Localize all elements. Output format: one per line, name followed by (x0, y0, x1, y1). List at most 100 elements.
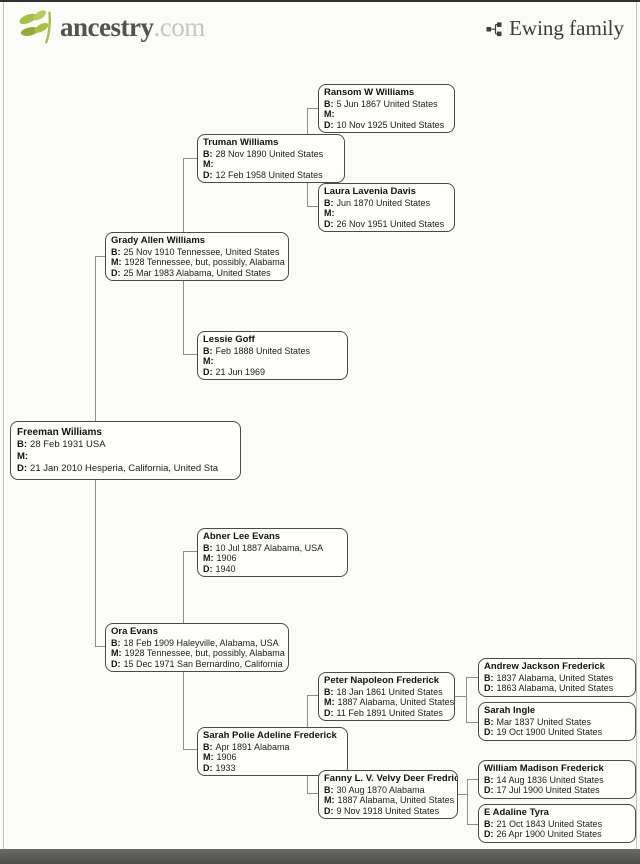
person-fact-row: M:1906 (203, 553, 342, 564)
person-fact-row: D:15 Dec 1971 San Bernardino, California (111, 659, 283, 670)
fact-label: D: (111, 658, 121, 669)
person-fact-row: M:1887 Alabama, United States (324, 795, 455, 806)
scan-edge-bottom (0, 849, 640, 864)
fact-label: M: (111, 257, 122, 267)
tree-connector-line (307, 180, 308, 207)
fact-value: 28 Feb 1931 USA (30, 439, 106, 450)
person-name: William Madison Frederick (484, 763, 604, 774)
fact-label: D: (203, 169, 213, 180)
person-fact-row: B:1837 Alabama, United States (484, 673, 630, 684)
tree-connector-line (307, 695, 319, 696)
tree-connector-line (183, 551, 198, 552)
person-fact-row: B:10 Jul 1887 Alabama, USA (203, 543, 342, 554)
fact-label: B: (111, 246, 121, 257)
fact-value: 1887 Alabama, United States (337, 697, 455, 707)
person-fact-row: D:19 Oct 1900 United States (484, 727, 630, 738)
fact-value: Apr 1891 Alabama (215, 741, 290, 752)
page-header: ancestry.com Ewing family (0, 0, 640, 52)
fact-label: B: (484, 818, 494, 829)
fact-label: D: (324, 218, 334, 229)
person-name: Lessie Goff (203, 334, 255, 345)
person-fact-row: D:21 Jun 1969 (203, 367, 342, 378)
fact-value: 10 Jul 1887 Alabama, USA (215, 542, 324, 553)
ancestry-leaf-icon (19, 10, 51, 44)
fact-label: D: (111, 267, 121, 278)
fact-value: 21 Jun 1969 (215, 366, 266, 377)
fact-label: D: (203, 762, 213, 773)
fact-value: 25 Nov 1910 Tennessee, United States (123, 246, 280, 257)
tree-connector-line (307, 206, 319, 207)
tree-connector-line (183, 354, 198, 355)
family-tree-icon (486, 21, 502, 36)
fact-label: B: (324, 686, 334, 697)
fact-value: 30 Aug 1870 Alabama (336, 784, 425, 795)
person-fact-row: B:21 Oct 1843 United States (484, 819, 630, 830)
tree-connector-line (467, 824, 479, 825)
fact-label: B: (203, 345, 213, 356)
fact-value: 26 Nov 1951 United States (336, 218, 445, 229)
fact-value: 15 Dec 1971 San Bernardino, California (123, 658, 283, 669)
fact-label: M: (324, 697, 335, 707)
tree-connector-line (307, 108, 319, 109)
person-fact-row: B:14 Aug 1836 United States (484, 775, 630, 786)
tree-connector-line (467, 779, 468, 825)
fact-label: D: (324, 805, 334, 816)
fact-label: D: (203, 366, 213, 377)
fact-label: D: (324, 119, 334, 130)
tree-connector-line (466, 677, 479, 678)
tree-connector-line (307, 108, 308, 134)
fact-value: 1887 Alabama, United States (337, 795, 455, 805)
fact-value: 17 Jul 1900 United States (496, 785, 600, 795)
person-fact-row: M: (203, 159, 339, 170)
scan-edge-top (0, 0, 640, 2)
fact-label: M: (203, 752, 214, 762)
fact-label: D: (484, 683, 494, 693)
fact-value: 9 Nov 1918 United States (336, 805, 440, 816)
fact-label: B: (484, 672, 494, 683)
tree-connector-line (183, 551, 184, 623)
person-fact-row: D:17 Jul 1900 United States (484, 785, 630, 796)
tree-connector-line (95, 477, 96, 647)
person-name: Sarah Ingle (484, 705, 536, 716)
fact-value: 12 Feb 1958 United States (215, 169, 323, 180)
fact-label: M: (17, 451, 29, 462)
person-fact-row: D:12 Feb 1958 United States (203, 170, 339, 181)
tree-connector-line (466, 677, 467, 723)
person-fact-row: M:1928 Tennessee, but, possibly, Alabama (111, 257, 285, 268)
tree-connector-line (95, 256, 106, 257)
fact-label: D: (324, 707, 334, 718)
fact-value: 25 Mar 1983 Alabama, United States (123, 267, 271, 278)
person-name: Laura Lavenia Davis (324, 186, 416, 197)
person-fact-row: D:26 Apr 1900 United States (484, 829, 630, 840)
person-fact-row: B:18 Jan 1861 United States (324, 687, 449, 698)
person-fact-row: B:Apr 1891 Alabama (203, 742, 342, 753)
person-fact-row: D:21 Jan 2010 Hesperia, California, Unit… (17, 463, 234, 475)
fact-label: B: (484, 716, 494, 727)
person-fact-row: D:25 Mar 1983 Alabama, United States (111, 268, 283, 279)
fact-label: B: (111, 637, 121, 648)
ancestry-brand-text: ancestry (60, 11, 154, 42)
fact-label: B: (203, 148, 213, 159)
fact-label: B: (203, 741, 213, 752)
fact-label: M: (324, 109, 335, 119)
tree-connector-line (183, 158, 198, 159)
person-fact-row: B:28 Nov 1890 United States (203, 149, 339, 160)
fact-value: Feb 1888 United States (215, 345, 311, 356)
ancestry-logo[interactable]: ancestry.com (16, 9, 205, 45)
fact-label: D: (484, 829, 494, 839)
